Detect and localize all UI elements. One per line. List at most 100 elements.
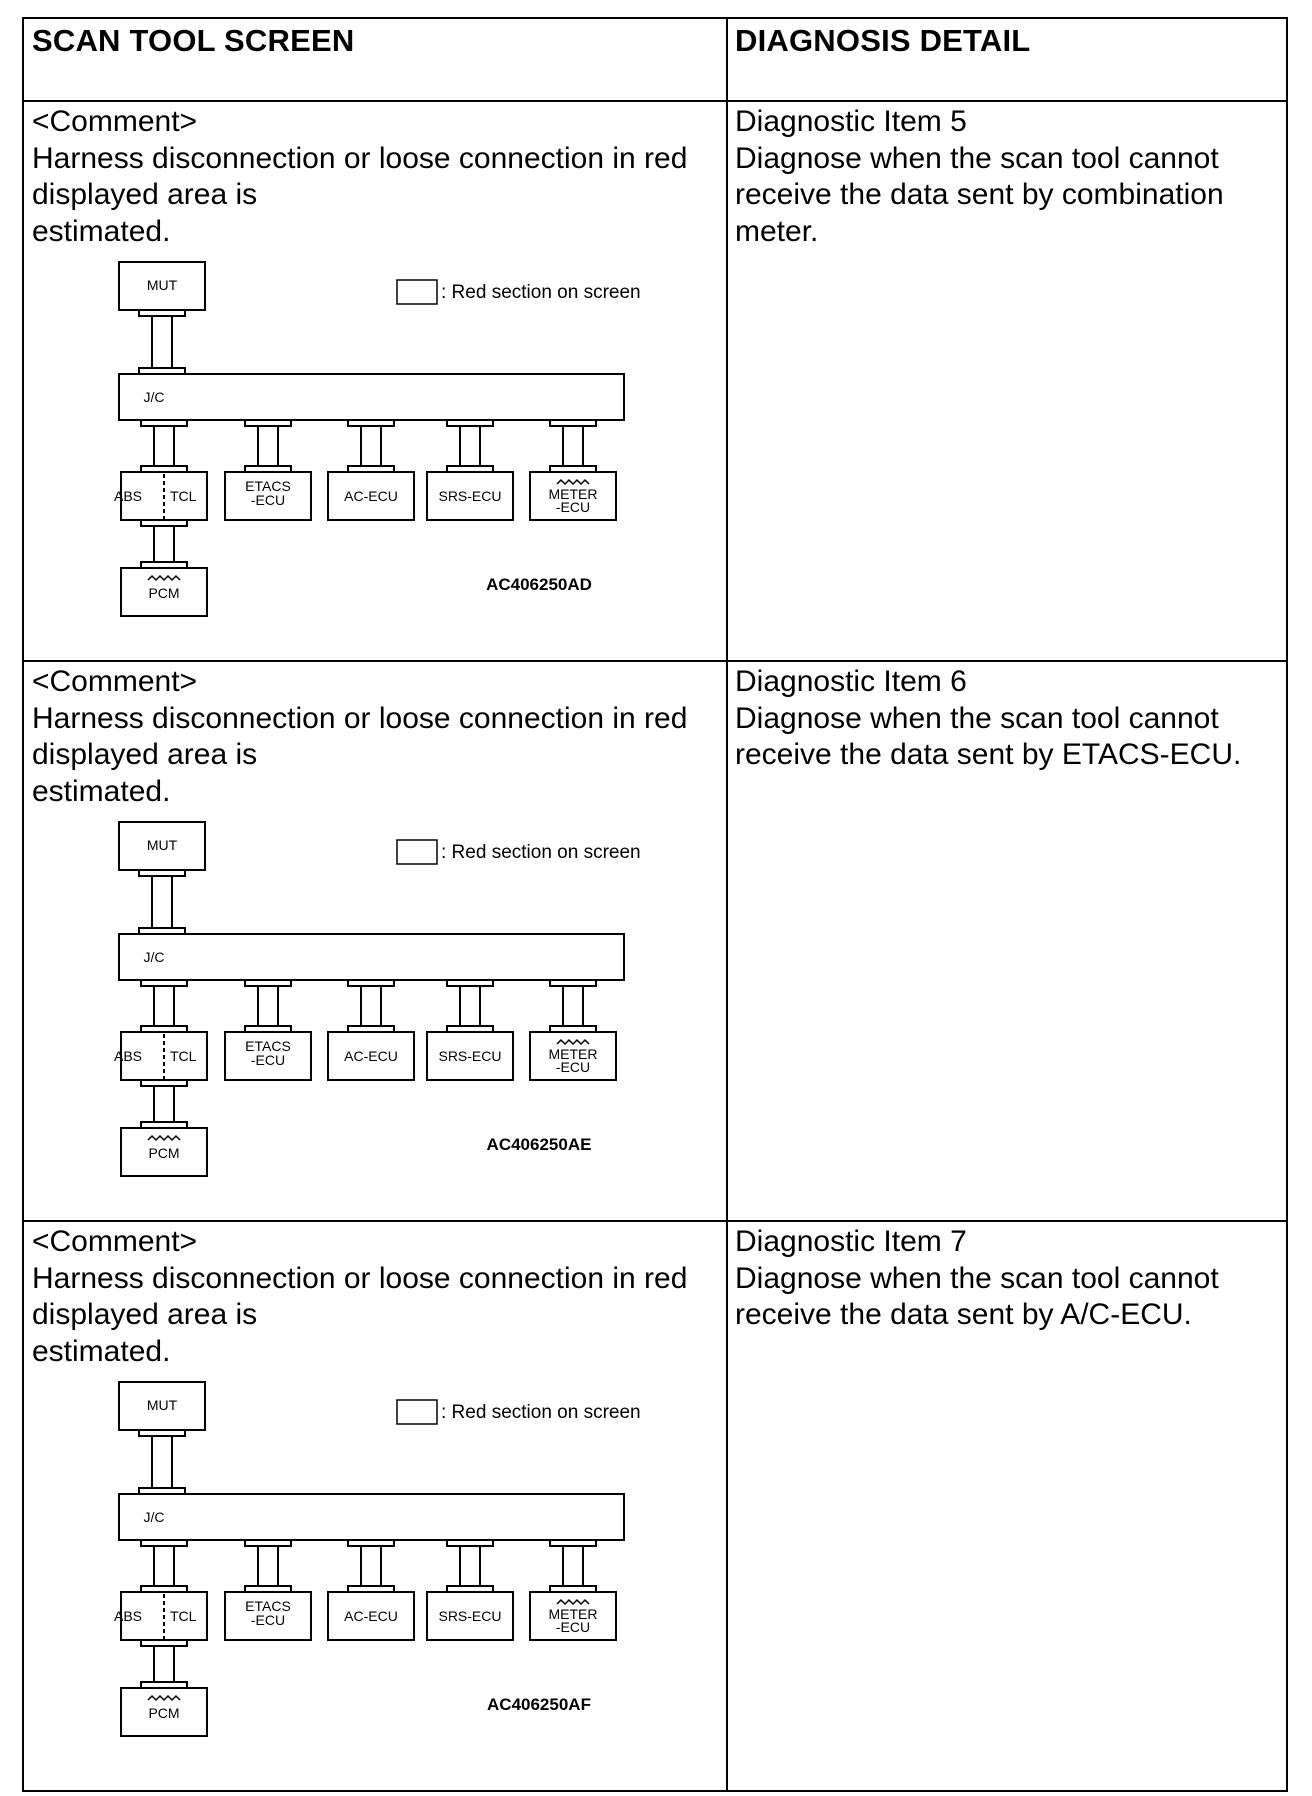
ac-ecu-wire [360,426,382,466]
abs-tcl-wire [153,426,175,466]
etacs-ecu-box [224,1591,312,1641]
row-divider [24,1220,1286,1222]
detail-line: Diagnose when the scan tool cannot [735,701,1219,735]
comment-block: <Comment>Harness disconnection or loose … [32,664,687,810]
mut-label: MUT [147,1397,178,1413]
meter-ecu-box [529,471,617,521]
detail-line: receive the data sent by combination [735,178,1224,211]
pcm-box [120,567,208,617]
resistor-symbol-icon [556,1038,590,1046]
srs-ecu-wire [459,1546,481,1586]
legend-text: : Red section on screen [441,282,641,303]
meter-ecu-wire [562,986,584,1026]
pcm-box [120,1687,208,1737]
detail-line: Diagnostic Item 6 [735,665,967,698]
pcm-label: PCM [148,585,179,601]
legend-swatch [396,839,438,865]
resistor-symbol-icon [556,1598,590,1606]
etacs-label: ETACS [245,1038,291,1054]
srs-ecu-label: SRS-ECU [438,488,501,504]
comment-block: <Comment>Harness disconnection or loose … [32,104,687,250]
meter-ecu-suffix: -ECU [556,1619,590,1635]
ac-ecu-label: AC-ECU [344,488,398,504]
mut-label: MUT [147,837,178,853]
comment-line: displayed area is [32,738,258,771]
ac-ecu-label: AC-ECU [344,1608,398,1624]
mut-jc-wire [151,876,173,928]
comment-block: <Comment>Harness disconnection or loose … [32,1224,687,1370]
comment-line: displayed area is [32,1298,258,1331]
meter-label: METER [549,1046,598,1062]
etacs-ecu-box [224,1031,312,1081]
tcl-label: TCL [170,488,197,504]
mut-label: MUT [147,277,178,293]
etacs-ecu-suffix: -ECU [251,1612,285,1628]
etacs-ecu-wire [257,1546,279,1586]
jc-label: J/C [144,949,165,965]
detail-line: Diagnose when the scan tool cannot [735,1261,1219,1295]
jc-label: J/C [144,1509,165,1525]
mut-jc-wire [151,1436,173,1488]
header-diagnosis-detail: DIAGNOSIS DETAIL [735,23,1031,58]
abs-label: ABS [114,488,142,504]
abs-label: ABS [114,1608,142,1624]
comment-line: <Comment> [32,105,198,138]
legend-swatch [396,1399,438,1425]
abs-tcl-wire [153,986,175,1026]
meter-label: METER [549,486,598,502]
etacs-ecu-wire [257,986,279,1026]
comment-line: estimated. [32,774,171,808]
comment-line: Harness disconnection or loose connectio… [32,701,688,735]
diagnosis-table: SCAN TOOL SCREEN DIAGNOSIS DETAIL <Comme… [22,17,1288,1792]
detail-line: receive the data sent by ETACS-ECU. [735,738,1242,771]
tcl-label: TCL [170,1048,197,1064]
ac-ecu-label: AC-ECU [344,1048,398,1064]
meter-ecu-wire [562,426,584,466]
abs-pcm-wire [153,526,175,562]
abs-pcm-wire [153,1646,175,1682]
comment-line: <Comment> [32,1225,198,1258]
column-divider [726,19,728,1790]
meter-ecu-box [529,1591,617,1641]
figure-id: AC406250AF [487,1695,591,1714]
abs-pcm-wire [153,1086,175,1122]
resistor-symbol-icon [556,478,590,486]
resistor-symbol-icon [147,574,181,582]
srs-ecu-box [426,471,514,521]
ac-ecu-wire [360,986,382,1026]
meter-label: METER [549,1606,598,1622]
legend-text: : Red section on screen [441,1402,641,1423]
detail-line: Diagnostic Item 7 [735,1225,967,1258]
resistor-symbol-icon [147,1694,181,1702]
mut-box [118,821,206,871]
detail-line: receive the data sent by A/C-ECU. [735,1298,1192,1331]
diagnostic-row: <Comment>Harness disconnection or loose … [24,102,1286,660]
etacs-ecu-suffix: -ECU [251,492,285,508]
header-divider [24,100,1286,102]
meter-ecu-box [529,1031,617,1081]
comment-line: Harness disconnection or loose connectio… [32,141,688,175]
srs-ecu-label: SRS-ECU [438,1608,501,1624]
diagnostic-row: <Comment>Harness disconnection or loose … [24,1222,1286,1780]
ac-ecu-box [327,471,415,521]
comment-line: displayed area is [32,178,258,211]
ac-ecu-box [327,1031,415,1081]
etacs-label: ETACS [245,1598,291,1614]
meter-ecu-suffix: -ECU [556,1059,590,1075]
pcm-label: PCM [148,1145,179,1161]
abs-label: ABS [114,1048,142,1064]
comment-line: estimated. [32,1334,171,1368]
meter-ecu-wire [562,1546,584,1586]
legend-swatch [396,279,438,305]
jc-label: J/C [144,389,165,405]
pcm-label: PCM [148,1705,179,1721]
abs-tcl-wire [153,1546,175,1586]
srs-ecu-box [426,1591,514,1641]
mut-jc-wire [151,316,173,368]
srs-ecu-box [426,1031,514,1081]
comment-line: Harness disconnection or loose connectio… [32,1261,688,1295]
